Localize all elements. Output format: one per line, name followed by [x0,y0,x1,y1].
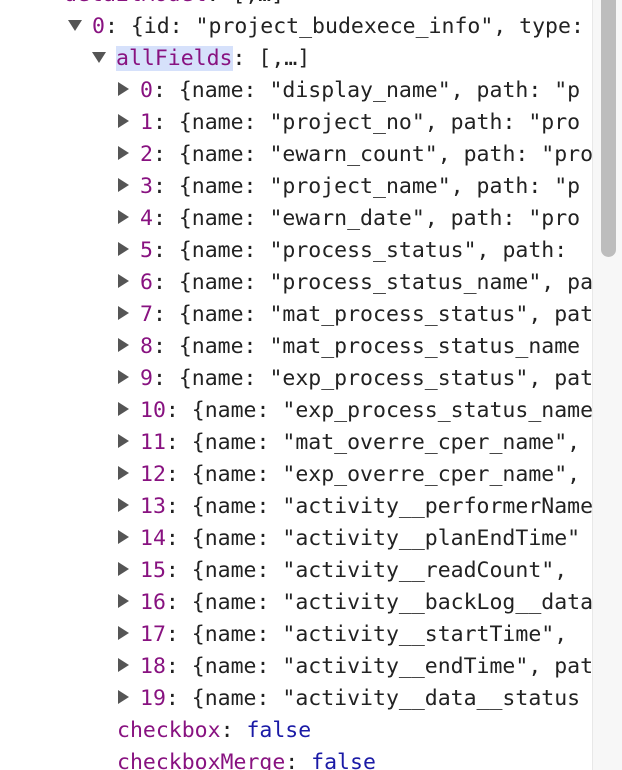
scrollbar-thumb[interactable] [601,0,616,257]
expand-triangle-icon[interactable] [118,466,129,480]
field-item[interactable]: 3: {name: "project_name", path: "p [116,171,580,203]
field-item[interactable]: 7: {name: "mat_process_status", pat [116,299,592,331]
field-item[interactable]: 14: {name: "activity__planEndTime" [116,523,580,555]
expand-triangle-icon[interactable] [118,370,129,384]
tree-node-detailmodel[interactable]: detailModel: [,…] [40,0,284,11]
expand-triangle-icon[interactable] [118,658,129,672]
tree-node-item-0[interactable]: 0: {id: "project_budexece_info", type: … [68,11,592,43]
tree-node-allfields[interactable]: allFields: [,…] [92,43,310,75]
field-item[interactable]: 1: {name: "project_no", path: "pro [116,107,580,139]
field-item[interactable]: 13: {name: "activity__performerName [116,491,592,523]
expand-triangle-icon[interactable] [118,594,129,608]
field-item[interactable]: 15: {name: "activity__readCount", [116,555,580,587]
expand-triangle-icon[interactable] [118,274,129,288]
field-item[interactable]: 19: {name: "activity__data__status [116,683,580,715]
expand-triangle-icon[interactable] [118,498,129,512]
expand-triangle-icon[interactable] [92,51,106,63]
expand-triangle-icon[interactable] [118,690,129,704]
expand-triangle-icon[interactable] [118,338,129,352]
expand-triangle-icon[interactable] [118,434,129,448]
field-item[interactable]: 18: {name: "activity__endTime", pat [116,651,592,683]
expand-triangle-icon[interactable] [118,178,129,192]
expand-triangle-icon[interactable] [118,402,129,416]
field-item[interactable]: 9: {name: "exp_process_status", pat [116,363,592,395]
field-item[interactable]: 2: {name: "ewarn_count", path: "pro [116,139,592,171]
expand-triangle-icon[interactable] [118,306,129,320]
field-item[interactable]: 5: {name: "process_status", path: [116,235,580,267]
field-item[interactable]: 0: {name: "display_name", path: "p [116,75,580,107]
field-item[interactable]: 12: {name: "exp_overre_cper_name", [116,459,592,491]
expand-triangle-icon[interactable] [118,626,129,640]
field-item[interactable]: 17: {name: "activity__startTime", [116,619,580,651]
expand-triangle-icon[interactable] [118,530,129,544]
expand-triangle-icon[interactable] [118,242,129,256]
property-checkbox: checkbox: false [117,718,312,743]
field-item[interactable]: 16: {name: "activity__backLog__data [116,587,592,619]
vertical-scrollbar[interactable] [592,0,622,770]
expand-triangle-icon[interactable] [118,562,129,576]
expand-triangle-icon[interactable] [68,19,82,31]
field-item[interactable]: 6: {name: "process_status_name", pa [116,267,592,299]
field-item[interactable]: 4: {name: "ewarn_date", path: "pro [116,203,580,235]
console-object-tree: detailModel: [,…] 0: {id: "project_budex… [40,0,592,770]
field-item[interactable]: 11: {name: "mat_overre_cper_name", [116,427,592,459]
expand-triangle-icon[interactable] [118,82,129,96]
property-checkboxmerge: checkboxMerge: false [117,750,376,770]
field-item[interactable]: 8: {name: "mat_process_status_name [116,331,580,363]
expand-triangle-icon[interactable] [118,146,129,160]
expand-triangle-icon[interactable] [118,210,129,224]
expand-triangle-icon[interactable] [118,114,129,128]
field-item[interactable]: 10: {name: "exp_process_status_name [116,395,592,427]
